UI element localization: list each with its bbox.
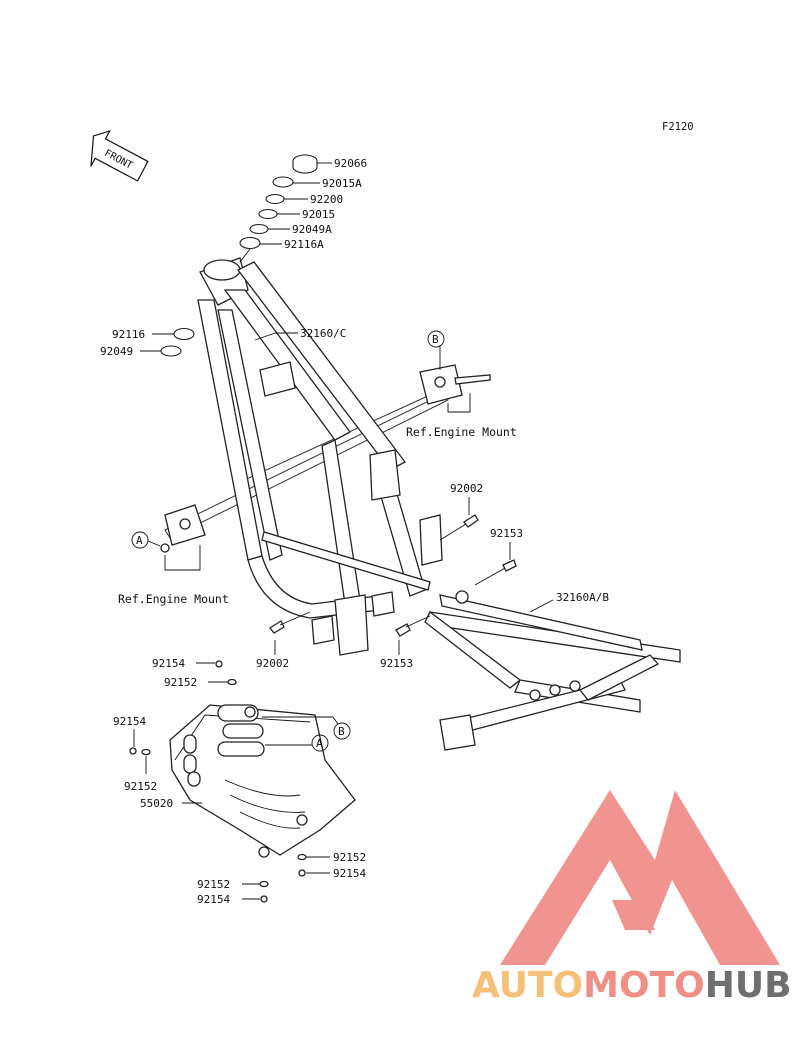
bolt-92154-left: [129, 747, 137, 755]
part-label-92002-lower: 92002: [256, 657, 289, 670]
callout-b-skid: B: [332, 716, 351, 740]
washer-92152-bottom: [259, 880, 269, 888]
part-label-92152-right: 92152: [333, 851, 366, 864]
engine-mount-bracket-b: [419, 364, 491, 413]
seal-92049A: [249, 223, 269, 235]
skid-plate-55020: [169, 704, 356, 858]
svg-text:A: A: [316, 737, 323, 750]
nut-92015: [258, 208, 278, 220]
diagram-code: F2120: [662, 121, 694, 133]
part-label-32160C: 32160/C: [300, 327, 346, 340]
part-label-92152-bottom: 92152: [197, 878, 230, 891]
fasteners: [129, 514, 517, 903]
part-label-92154-top: 92154: [152, 657, 185, 670]
part-label-92153-upper: 92153: [490, 527, 523, 540]
bolt-92154-top: [215, 660, 223, 668]
svg-text:A: A: [136, 534, 143, 547]
callout-a-skid: A: [311, 734, 329, 752]
part-label-92154-left: 92154: [113, 715, 146, 728]
callout-a-bracket: A: [131, 531, 149, 549]
part-label-92002-upper: 92002: [450, 482, 483, 495]
bolt-92154-right: [298, 869, 306, 877]
watermark-hub: HUB: [705, 965, 792, 1006]
bolt-92002-lower: [269, 611, 311, 634]
svg-text:B: B: [432, 333, 439, 346]
part-label-92152-top: 92152: [164, 676, 197, 689]
watermark-logo: [500, 790, 780, 965]
rear-subframe: [424, 590, 681, 751]
washer-92200: [265, 193, 285, 205]
part-label-92015: 92015: [302, 208, 335, 221]
part-label-92116: 92116: [112, 328, 145, 341]
seal-92049: [160, 345, 182, 357]
bolt-92002-upper: [439, 514, 479, 541]
part-label-55020: 55020: [140, 797, 173, 810]
part-label-92049A: 92049A: [292, 223, 332, 236]
part-labels: 92066 92015A 92200 92015 92049A 92116A 9…: [100, 157, 609, 906]
bolt-92154-bottom: [260, 895, 268, 903]
engine-mount-bracket-a: [160, 504, 206, 571]
cap-92066: [292, 154, 318, 174]
front-arrow: FRONT: [90, 129, 149, 182]
bolt-92153-lower: [395, 615, 431, 637]
leader-lines: [133, 162, 554, 900]
watermark-text: AUTOMOTOHUB: [472, 965, 792, 1006]
callout-b-bracket: B: [427, 330, 445, 348]
main-frame: [164, 257, 449, 656]
ref-engine-mount-b: Ref.Engine Mount: [406, 425, 517, 439]
watermark-moto: MOTO: [583, 965, 705, 1006]
nut-92015A: [272, 176, 294, 188]
part-label-92153-lower: 92153: [380, 657, 413, 670]
bearing-92116A: [239, 236, 261, 250]
watermark-auto: AUTO: [472, 965, 583, 1006]
part-label-92154-bottom: 92154: [197, 893, 230, 906]
part-label-92200: 92200: [310, 193, 343, 206]
part-label-92049: 92049: [100, 345, 133, 358]
washer-92152-right: [297, 853, 307, 861]
part-label-92154-right: 92154: [333, 867, 366, 880]
bearing-92116: [173, 327, 195, 341]
svg-text:B: B: [338, 725, 345, 738]
ref-engine-mount-a: Ref.Engine Mount: [118, 592, 229, 606]
part-label-92116A: 92116A: [284, 238, 324, 251]
washer-92152-top: [227, 678, 237, 686]
svg-text:AUTOMOTOHUB: AUTOMOTOHUB: [472, 965, 792, 1006]
bolt-92153-upper: [474, 559, 517, 586]
part-label-92066: 92066: [334, 157, 367, 170]
part-label-92152-left: 92152: [124, 780, 157, 793]
washer-92152-left: [141, 748, 151, 756]
part-label-92015A: 92015A: [322, 177, 362, 190]
part-label-32160AB: 32160A/B: [556, 591, 609, 604]
